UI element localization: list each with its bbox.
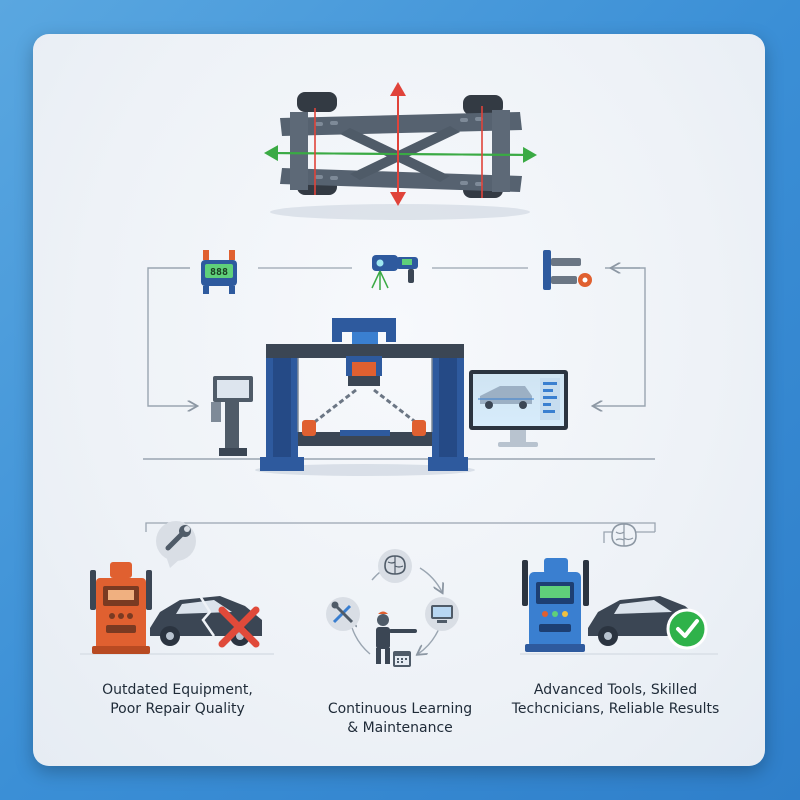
- computer-icon: [425, 597, 459, 631]
- outdated-equipment-scene: [80, 521, 274, 655]
- technician-icon: [376, 611, 417, 664]
- vehicle-chassis: [264, 82, 537, 220]
- section-divider: [145, 522, 656, 532]
- loop-arrow-left: [147, 267, 196, 406]
- caption-line: Poor Repair Quality: [110, 701, 245, 717]
- svg-text:888: 888: [210, 267, 228, 278]
- calendar-icon: [393, 651, 411, 667]
- brain-icon: [378, 549, 412, 583]
- caption-line: Techcnicians, Reliable Results: [511, 701, 720, 717]
- laser-scanner-icon: [371, 255, 418, 290]
- frame-straightening-machine: [143, 318, 655, 476]
- caliper-tool-icon: [543, 250, 592, 290]
- caption-line: & Maintenance: [347, 720, 453, 736]
- caption-advanced-tools: Advanced Tools, Skilled Techcnicians, Re…: [508, 681, 723, 719]
- tools-icon: [326, 597, 360, 631]
- wrench-icon: [165, 525, 191, 551]
- success-check-icon: [666, 608, 708, 650]
- caption-continuous-learning: Continuous Learning & Maintenance: [305, 700, 495, 738]
- failure-x-icon: [218, 606, 260, 648]
- caption-line: Advanced Tools, Skilled: [533, 682, 698, 698]
- computer-monitor: [469, 370, 568, 447]
- caption-line: Outdated Equipment,: [102, 682, 253, 698]
- learning-cycle: [326, 549, 459, 667]
- loop-arrow-right: [595, 267, 646, 407]
- caption-line: Continuous Learning: [327, 701, 473, 717]
- diagnostic-device-icon: 888: [201, 250, 237, 294]
- advanced-tools-scene: [520, 523, 718, 655]
- caption-outdated-equipment: Outdated Equipment, Poor Repair Quality: [80, 681, 275, 719]
- brain-icon: [611, 523, 637, 547]
